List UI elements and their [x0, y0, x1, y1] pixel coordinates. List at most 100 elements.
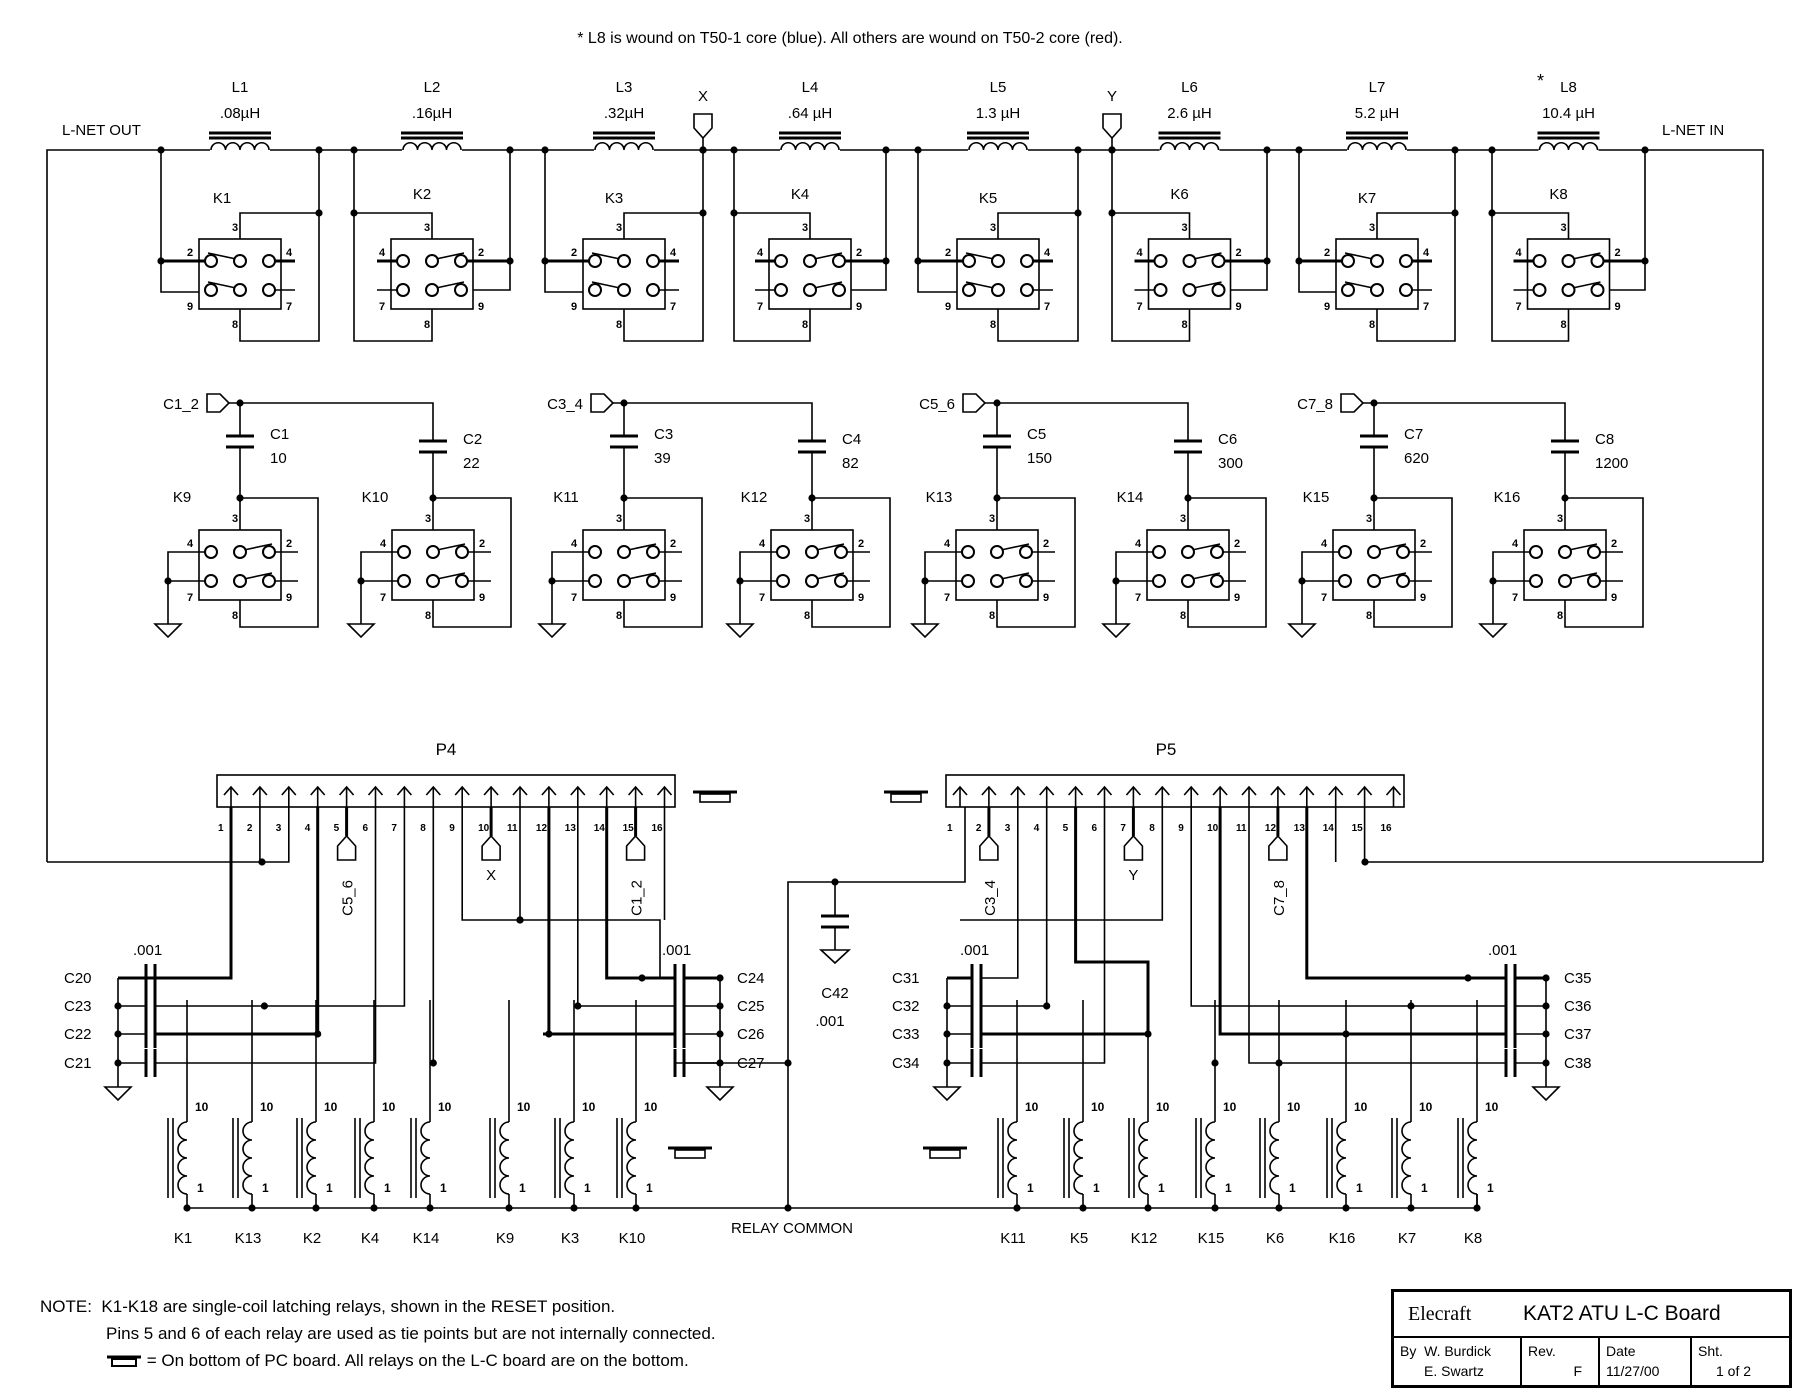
pin-label: 3: [616, 222, 622, 234]
pin-number: 4: [1034, 823, 1040, 834]
relay-contact: [832, 283, 846, 297]
net-flag-c3_4: [979, 834, 999, 861]
junction-dot: [784, 1204, 792, 1212]
note-line-2: Pins 5 and 6 of each relay are used as t…: [106, 1324, 716, 1343]
pin-label: 2: [1043, 538, 1049, 550]
pin-number: 13: [565, 823, 577, 834]
pin-label: 2: [187, 247, 193, 259]
relay-contact: [803, 254, 817, 268]
wire: [167, 551, 205, 614]
pin-arrow: [627, 785, 644, 796]
pin-label: 4: [1137, 247, 1144, 259]
switch-arm: [243, 572, 273, 580]
rect: [890, 793, 922, 803]
pin-label: 3: [1366, 513, 1372, 525]
switch-arm: [815, 572, 845, 580]
relay-ref: K11: [553, 489, 579, 506]
by-label: By: [1400, 1343, 1417, 1359]
pin-label: 2: [856, 247, 862, 259]
inductor-value: 10.4 µH: [1542, 105, 1595, 122]
wire: [239, 212, 319, 239]
pin-arrow: [570, 785, 586, 796]
pin-label: 7: [379, 301, 385, 313]
pin-label: 8: [425, 610, 431, 622]
relay-contact: [991, 254, 1005, 268]
wire: [1492, 551, 1530, 614]
relay-body: [582, 238, 666, 310]
relay-ref: K16: [1494, 489, 1521, 506]
wire: [155, 807, 406, 1007]
net-flag-x: [481, 834, 501, 861]
pin-label: 8: [232, 319, 238, 331]
net-flag-c1_2: [206, 393, 231, 413]
pcb-bottom-icon: [884, 790, 928, 803]
pin-label: 4: [1423, 247, 1430, 259]
wire: [981, 807, 1150, 1036]
relay-coil: [1457, 1118, 1478, 1198]
net-flag-c5_6: [962, 393, 987, 413]
junction-dot: [699, 146, 707, 154]
wire: [1230, 150, 1268, 291]
inductor-ref: L8: [1560, 79, 1577, 96]
relay-coil: [354, 1118, 375, 1198]
inductor-coil: [1347, 142, 1407, 151]
switch-arm: [1000, 543, 1030, 551]
switch-arm: [1191, 572, 1221, 580]
wire: [981, 807, 1106, 1064]
relay-contact: [454, 283, 468, 297]
switch-arm: [1191, 543, 1221, 551]
coil-relay-ref: K7: [1398, 1230, 1416, 1247]
inductor-coil: [1538, 142, 1599, 151]
inductor-l3: [593, 131, 655, 151]
capacitor-value: 620: [1404, 450, 1429, 467]
company-name: Elecraft: [1408, 1302, 1472, 1325]
inductor-coil: [780, 142, 840, 151]
wire: [551, 551, 589, 614]
relay-contact: [1181, 574, 1195, 588]
net-label: X: [698, 88, 708, 105]
capacitor-c5: [983, 434, 1011, 449]
net-flag-c5_6: [336, 834, 357, 861]
pin-label: 3: [232, 513, 238, 525]
wire: [1376, 212, 1455, 239]
capacitor-ref: C6: [1218, 431, 1237, 448]
coil-pin-label: 1: [1225, 1181, 1232, 1195]
wire: [623, 212, 703, 239]
pin-label: 4: [1321, 538, 1328, 550]
relay-k12: [770, 529, 854, 601]
pin-arrow: [1154, 785, 1170, 796]
relay-body: [1147, 238, 1232, 310]
coil-relay-ref: K8: [1464, 1230, 1482, 1247]
wire: [1564, 497, 1644, 628]
pin-label: 4: [379, 247, 386, 259]
pin-label: 3: [1180, 513, 1186, 525]
capacitor-value: 39: [654, 450, 671, 467]
pin-label: 8: [1557, 610, 1563, 622]
pin-number: 1: [218, 823, 224, 834]
relay-contact: [1367, 545, 1381, 559]
pin-number: 14: [594, 823, 606, 834]
pin-label: 8: [802, 319, 808, 331]
pin-label: 4: [759, 538, 766, 550]
inductor-l1: [209, 131, 271, 151]
junction-dot: [506, 257, 514, 265]
coil-winding: [1467, 1121, 1478, 1195]
pin-number: 8: [420, 823, 426, 834]
pin-label: 7: [670, 301, 676, 313]
relay-body: [1332, 529, 1416, 601]
coil-winding: [1336, 1121, 1347, 1195]
pin-number: 15: [623, 823, 635, 834]
capacitor-ref: C24: [737, 970, 765, 987]
coil-pin-label: 10: [1354, 1100, 1368, 1114]
capacitor-c4: [798, 439, 826, 454]
relay-coil: [616, 1118, 637, 1198]
relay-contact: [1153, 283, 1168, 297]
junction-dot: [1211, 1059, 1219, 1067]
pin-label: 3: [616, 513, 622, 525]
pin-number: 6: [363, 823, 369, 834]
inductor-l2: [401, 131, 463, 151]
relay-contact: [1561, 254, 1576, 268]
pin-label: 4: [380, 538, 387, 550]
inductor-value: 1.3 µH: [976, 105, 1021, 122]
pin-arrow: [367, 785, 384, 796]
